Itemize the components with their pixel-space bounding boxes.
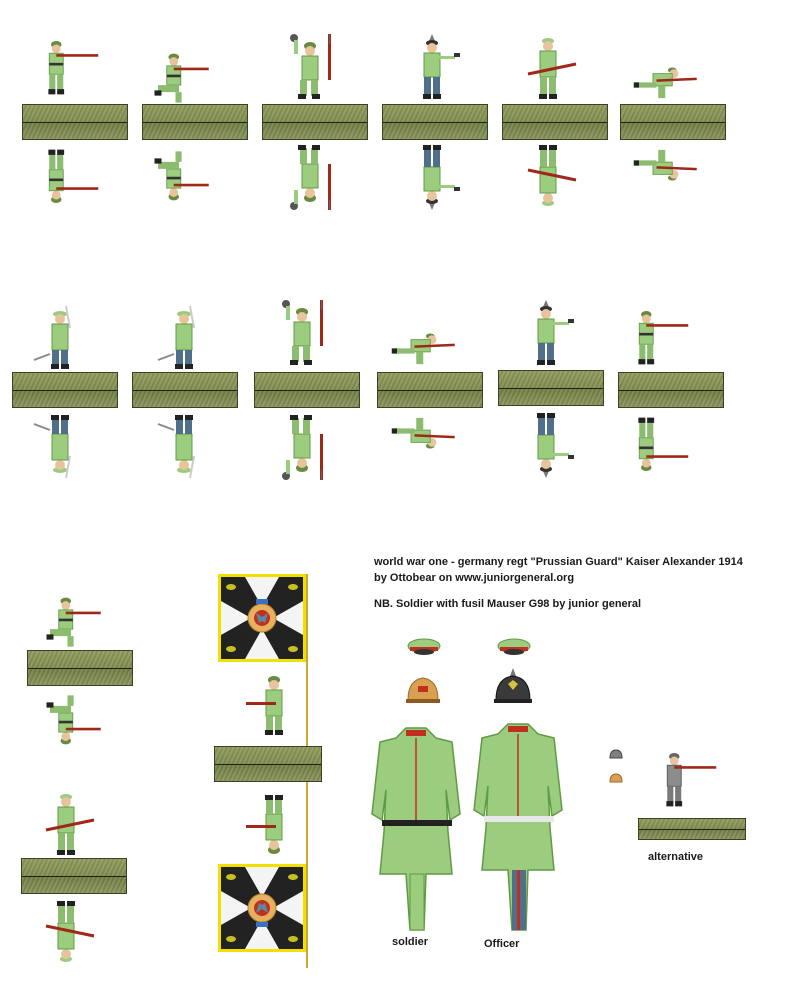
soldier-grenade-figure xyxy=(289,34,332,100)
soldier-port-arms-figure xyxy=(526,36,578,101)
sheet-title: world war one - germany regt "Prussian G… xyxy=(374,556,743,568)
pickelhaube-cover-icon xyxy=(406,677,440,703)
figure-base xyxy=(22,104,128,140)
soldier-kneeling-figure xyxy=(46,597,102,648)
sheet-credit: by Ottobear on www.juniorgeneral.org xyxy=(374,572,575,584)
figure-base xyxy=(620,104,726,140)
alternative-cover-icon xyxy=(609,773,623,783)
figure-base xyxy=(12,372,118,408)
officer-aiming-figure xyxy=(637,310,689,365)
soldier-aiming-figure xyxy=(47,40,99,95)
officer-aiming-figure-mirrored xyxy=(637,417,689,472)
soldier-kneeling-figure-mirrored xyxy=(154,150,210,201)
pickelhaube-helmet-icon xyxy=(494,668,532,703)
figure-base xyxy=(142,104,248,140)
alternative-soldier-figure xyxy=(666,753,717,807)
alternative-helmet-icon xyxy=(609,749,623,759)
figure-base xyxy=(214,746,322,782)
soldier-tunic-illustration xyxy=(371,727,461,931)
flag-bearer-figure xyxy=(245,675,284,736)
figure-base xyxy=(27,650,133,686)
officer-sword-raised-figure-mirrored xyxy=(157,414,195,479)
regimental-flag-top xyxy=(218,574,306,662)
flag-bearer-figure-mirrored xyxy=(245,794,284,855)
figure-base xyxy=(498,370,604,406)
soldier-grenade-figure-mirrored xyxy=(289,144,332,210)
soldier-label: soldier xyxy=(392,936,429,948)
figure-base xyxy=(377,372,483,408)
officer-sword-figure xyxy=(33,305,71,370)
soldier-charging-figure-mirrored xyxy=(632,148,699,182)
officer-pistol-figure xyxy=(422,34,461,100)
figure-base xyxy=(254,372,360,408)
soldier-kneeling-figure-mirrored xyxy=(46,694,102,745)
officer-pistol-figure-mirrored xyxy=(422,144,461,210)
officer-waving-figure xyxy=(536,300,575,366)
officer-tunic-illustration xyxy=(473,723,563,931)
soldier-port-arms-figure-mirrored xyxy=(526,143,578,208)
officer-cap-icon xyxy=(497,638,531,655)
figure-base xyxy=(638,818,746,840)
officer-waving-figure-mirrored xyxy=(536,412,575,478)
figure-base xyxy=(262,104,368,140)
soldier-port-arms-figure xyxy=(44,792,96,857)
sheet-note: NB. Soldier with fusil Mauser G98 by jun… xyxy=(374,598,642,610)
soldier-grenade-figure-mirrored xyxy=(281,414,324,480)
alternative-label: alternative xyxy=(648,851,704,863)
figure-base xyxy=(21,858,127,894)
figure-base xyxy=(618,372,724,408)
soldier-aiming-figure-mirrored xyxy=(47,149,99,204)
soldier-cap-icon xyxy=(407,638,441,655)
soldier-charging-figure-mirrored xyxy=(390,416,457,450)
regimental-flag-bottom xyxy=(218,864,306,952)
figure-base xyxy=(132,372,238,408)
soldier-port-arms-figure-mirrored xyxy=(44,899,96,964)
figure-base xyxy=(382,104,488,140)
soldier-grenade-figure xyxy=(281,300,324,366)
figure-base xyxy=(502,104,608,140)
officer-sword-figure-mirrored xyxy=(33,414,71,479)
officer-sword-raised-figure xyxy=(157,305,195,370)
officer-label: Officer xyxy=(484,938,520,950)
